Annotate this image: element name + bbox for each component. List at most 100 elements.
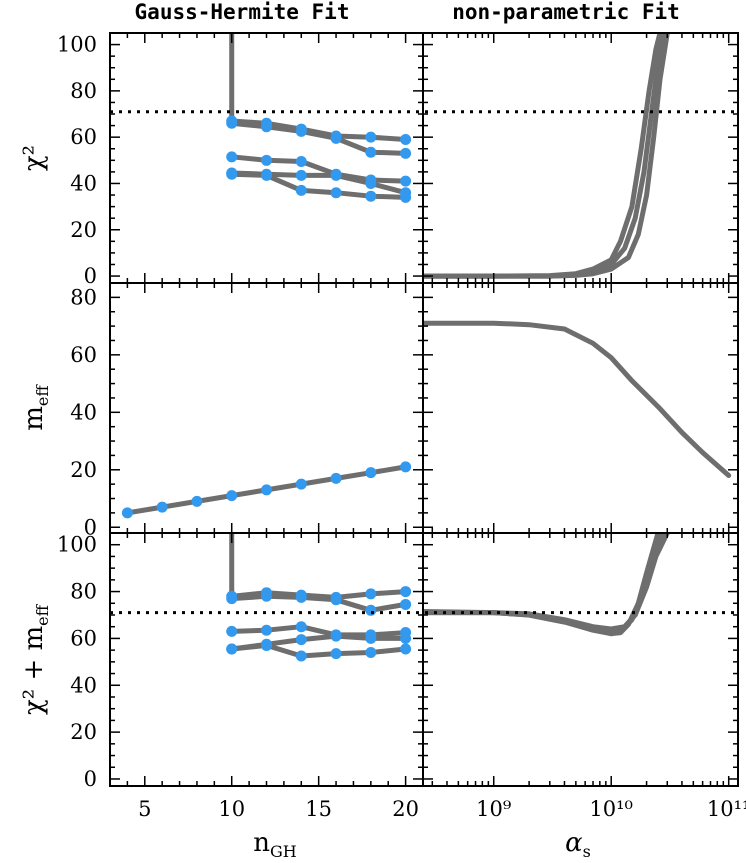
row1-ytick-label: 60	[70, 125, 97, 149]
left-xtick-label: 10	[218, 797, 245, 821]
row2-ytick-label: 80	[70, 285, 97, 309]
row1-right-series-2-line	[423, 33, 667, 279]
left-xtick-label: 5	[138, 797, 151, 821]
row3-left-series-4-point	[295, 634, 307, 646]
row1-left-series-2-point	[365, 146, 377, 158]
row1-left-series-3-line	[229, 154, 409, 184]
row2-left-series-1-point	[156, 501, 168, 513]
row2-left-series-1-point	[261, 484, 272, 496]
row2-y-axis-title: meff	[19, 384, 52, 431]
row1-ytick-label: 100	[57, 33, 97, 57]
row2-ytick-label: 20	[70, 458, 97, 482]
row3-right-plot	[423, 533, 670, 637]
row2-right-plot	[423, 320, 732, 478]
row1-right-frame	[422, 32, 739, 284]
row3-left-plot	[226, 533, 412, 662]
row3-left-series-2-point	[261, 590, 272, 602]
left-xtick-label: 15	[305, 797, 332, 821]
row2-left-series-1-point	[365, 467, 377, 479]
right-x-axis-title-sub: s	[583, 842, 591, 861]
row1-left-series-4-point	[365, 177, 377, 189]
right-x-axis-title-base: α	[565, 828, 583, 858]
row3-left-series-4-point	[330, 630, 342, 642]
row3-left-series-1-point	[400, 586, 412, 598]
row3-left-series-5-line	[229, 642, 409, 659]
right-x-axis-title: αs	[565, 828, 591, 861]
row1-left-series-3-point	[261, 154, 272, 166]
row3-ytick-label: 0	[84, 767, 97, 791]
row3-left-series-5-point	[400, 643, 412, 655]
row1-left-series-2-point	[261, 121, 272, 133]
row1-left-series-2-point	[400, 147, 412, 159]
row3-left-frame	[109, 532, 424, 787]
row1-left-series-3-point	[400, 175, 412, 187]
row2-left-series-1-point	[400, 461, 412, 473]
row1-left-series-5-line	[229, 171, 409, 200]
row1-left-series-4-point	[330, 169, 342, 181]
row2-left-plot	[121, 461, 412, 519]
row3-right-series-3-line	[423, 533, 661, 637]
row2-ytick-label: 60	[70, 343, 97, 367]
row1-right-plot	[423, 33, 670, 279]
row3-left-series-4-point	[365, 632, 377, 644]
row2-ytick-label: 0	[84, 515, 97, 539]
row1-right-series-3-line	[423, 33, 663, 279]
row3-left-series-4-point	[400, 632, 412, 644]
row3-ytick-label: 60	[70, 626, 97, 650]
row1-left-plot	[226, 33, 412, 203]
row3-y-axis-title-base: χ² + m	[19, 626, 49, 715]
row1-left-series-2-line	[229, 120, 409, 156]
row2-left-series-1-point	[121, 507, 133, 519]
row1-left-series-5-point	[261, 169, 272, 181]
row3-ytick-label: 40	[70, 673, 97, 697]
left-x-axis-title-base: n	[253, 828, 270, 858]
row3-y-axis-title-sub: eff	[33, 603, 52, 625]
right-xtick-label: 10¹⁰	[589, 797, 633, 821]
row3-left-series-2-line	[229, 593, 409, 613]
row1-left-series-1-point	[365, 131, 377, 143]
row1-ytick-label: 0	[84, 264, 97, 288]
row3-left-series-2-point	[365, 604, 377, 616]
row3-left-series-5-point	[295, 650, 307, 662]
row3-ytick-label: 20	[70, 720, 97, 744]
row1-ytick-label: 20	[70, 218, 97, 242]
row3-right-frame	[422, 532, 739, 787]
row3-left-series-2-point	[400, 598, 412, 610]
row2-left-series-1-point	[295, 478, 307, 490]
left-column-title: Gauss-Hermite Fit	[135, 0, 350, 24]
row3-ytick-label: 100	[57, 533, 97, 557]
row3-left-series-2-point	[295, 591, 307, 603]
row3-left-series-5-point	[365, 646, 377, 658]
row2-left-series-1-point	[191, 495, 203, 507]
row1-ytick-label: 40	[70, 171, 97, 195]
row3-left-series-2-point	[330, 594, 342, 606]
left-x-axis-title-sub: GH	[270, 842, 297, 861]
left-x-axis-title: nGH	[253, 828, 297, 861]
row1-left-series-2-point	[226, 117, 238, 129]
row1-left-series-2-point	[330, 132, 342, 144]
row1-left-series-3-point	[295, 155, 307, 167]
row3-left-series-5-point	[226, 643, 238, 655]
row2-left-frame	[109, 282, 424, 534]
right-xtick-label: 10⁹	[476, 797, 511, 821]
row1-left-series-2-point	[295, 125, 307, 137]
row3-left-series-2-point	[226, 593, 238, 605]
row2-left-series-1-point	[330, 472, 342, 484]
row2-ytick-label: 40	[70, 400, 97, 424]
row1-left-series-4-point	[295, 169, 307, 181]
row3-y-axis-title: χ² + meff	[19, 603, 52, 715]
row3-left-series-5-point	[330, 648, 342, 660]
right-column-title: non-parametric Fit	[452, 0, 680, 24]
row1-left-series-1-point	[400, 133, 412, 145]
row1-right-series-1-line	[423, 33, 670, 279]
row2-y-axis-title-base: m	[19, 406, 49, 431]
row1-left-series-5-point	[330, 187, 342, 199]
row3-left-series-3-line	[229, 624, 409, 638]
left-xtick-label: 20	[392, 797, 419, 821]
row3-ytick-label: 80	[70, 580, 97, 604]
row2-right-frame	[422, 282, 739, 534]
row1-left-series-5-point	[226, 168, 238, 180]
row3-left-series-5-point	[261, 639, 272, 651]
